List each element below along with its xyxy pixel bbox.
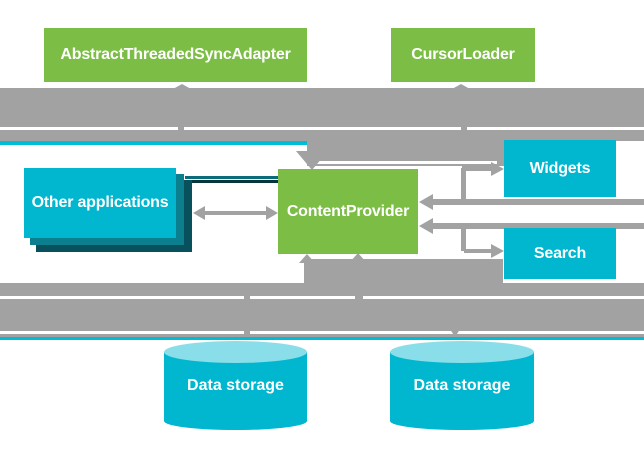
connector-to-widgets <box>462 166 492 171</box>
arrowhead-down-storage-icon <box>448 326 462 337</box>
cyan-rule-left <box>0 141 307 145</box>
arrow-band-bottom <box>0 283 644 337</box>
arrow-bar-under-provider <box>308 259 503 285</box>
line-break <box>461 127 467 130</box>
line-break <box>355 296 363 299</box>
teal-rule-2 <box>185 179 278 183</box>
arrowhead-right-provider-icon <box>266 205 278 220</box>
node-cursor-loader: CursorLoader <box>391 28 535 82</box>
node-label: CursorLoader <box>411 46 515 63</box>
cylinder-data-storage-right: Data storage <box>390 341 534 430</box>
cylinder-bottom-ellipse <box>390 412 534 430</box>
node-search: Search <box>504 228 616 279</box>
cylinder-body <box>390 352 534 421</box>
node-label: Data storage <box>413 377 511 394</box>
node-label: Data storage <box>187 377 284 394</box>
arrowhead-up-sync-adapter-icon <box>173 83 191 89</box>
line-break <box>178 127 184 130</box>
cylinder-data-storage-left: Data storage <box>164 341 307 430</box>
node-label: Widgets <box>529 159 591 177</box>
node-abstract-threaded-sync-adapter: AbstractThreadedSyncAdapter <box>44 28 307 82</box>
line-break <box>244 331 250 334</box>
arrowhead-left-provider-2-icon <box>419 218 433 234</box>
connector-widgets-to-provider <box>432 199 644 205</box>
cylinder-top-ellipse <box>164 341 307 363</box>
connector-to-search <box>464 248 492 253</box>
node-label: Other applications <box>31 194 169 211</box>
arrowhead-up-provider-left-icon <box>299 254 315 263</box>
arrowhead-left-otherapps-icon <box>193 205 205 220</box>
node-widgets: Widgets <box>504 140 616 197</box>
connector-otherapps-provider <box>204 210 267 215</box>
teal-rule-1 <box>185 175 278 179</box>
node-label: ContentProvider <box>286 202 410 220</box>
band-divider-line <box>0 296 644 299</box>
cylinder-bottom-ellipse <box>164 412 307 430</box>
arrowhead-left-provider-icon <box>419 194 433 210</box>
node-label: Search <box>533 244 587 262</box>
arrow-block-middle <box>307 130 504 166</box>
arrowhead-up-cursor-loader-icon <box>452 83 470 89</box>
connector-search-to-provider <box>432 223 644 229</box>
line-break <box>244 296 250 299</box>
band-divider-line <box>307 161 497 164</box>
arrowhead-right-search-icon <box>491 243 504 258</box>
connector-vertical-1 <box>461 168 466 200</box>
arrowhead-down-content-provider-icon <box>296 151 328 170</box>
arrow-band-top <box>0 88 644 127</box>
connector-vertical-2 <box>461 226 466 251</box>
up-arrow-stem <box>304 262 310 284</box>
band-divider-line <box>0 127 644 130</box>
arrowhead-right-widgets-icon <box>491 161 504 176</box>
node-label: AbstractThreadedSyncAdapter <box>60 46 291 63</box>
band-divider-line <box>0 331 644 334</box>
cylinder-top-ellipse <box>390 341 534 363</box>
node-content-provider: ContentProvider <box>278 169 418 254</box>
cylinder-body <box>164 352 307 421</box>
node-other-applications: Other applications <box>24 168 176 238</box>
cyan-rule-bottom <box>0 337 644 340</box>
arrowhead-up-provider-right-icon <box>350 252 366 262</box>
